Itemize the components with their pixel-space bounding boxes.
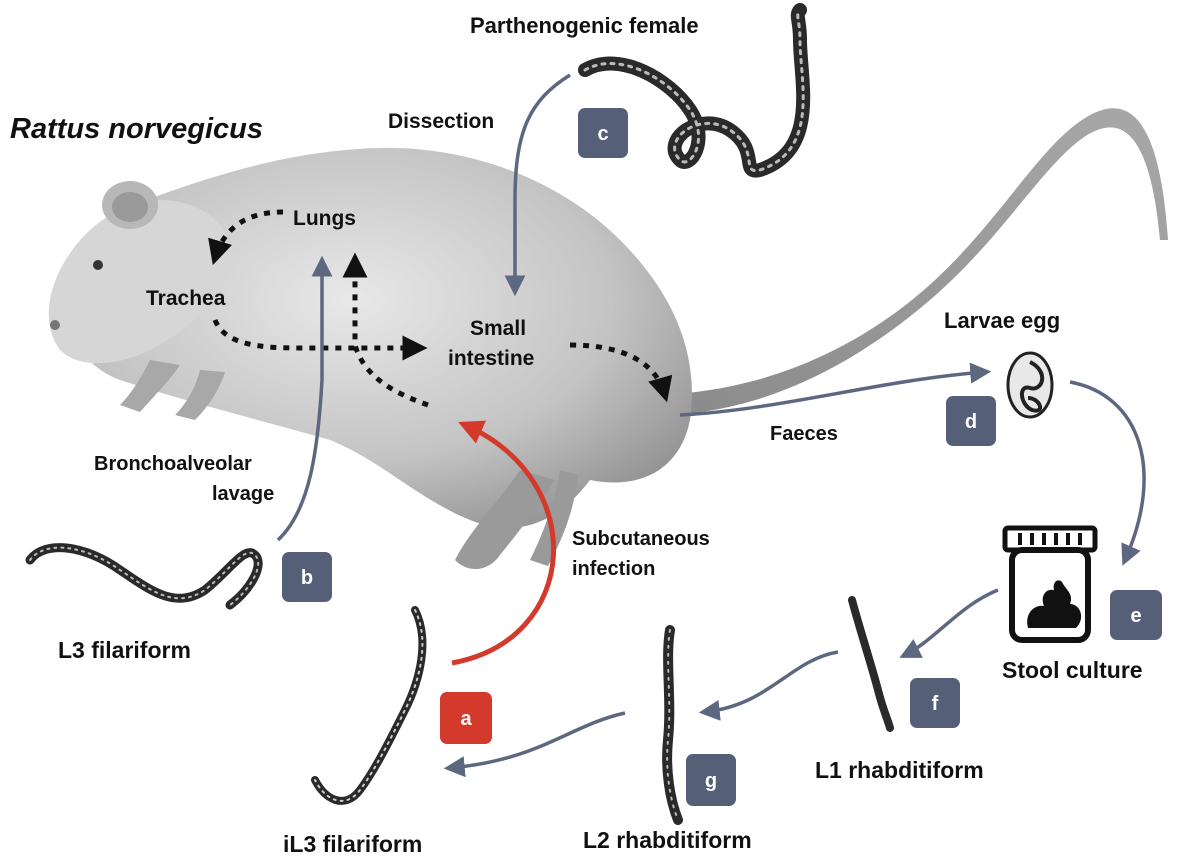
rat-tail [640,108,1168,415]
label-parthenogenic-female: Parthenogenic female [470,13,699,38]
svg-text:b: b [301,567,313,589]
label-lungs: Lungs [293,207,356,230]
l1-rhabditiform-worm [852,600,890,728]
label-small-intestine-2: intestine [448,347,534,370]
badge-b: b [282,552,332,602]
label-bronchoalveolar-2: lavage [212,483,274,505]
label-il3-filariform: iL3 filariform [283,831,422,857]
label-l3-filariform: L3 filariform [58,637,191,663]
label-faeces: Faeces [770,423,838,445]
svg-text:g: g [705,770,717,792]
stool-culture-jar [1005,528,1095,640]
label-larvae-egg: Larvae egg [944,308,1060,333]
label-dissection: Dissection [388,110,494,133]
svg-text:e: e [1130,605,1141,627]
culture-to-l1-arrow [905,590,998,655]
badge-d: d [946,396,996,446]
label-l1-rhabditiform: L1 rhabditiform [815,757,984,783]
badge-f: f [910,678,960,728]
badge-e: e [1110,590,1162,640]
label-subcutaneous-2: infection [572,558,655,580]
rat-eye [93,260,103,270]
badge-g: g [686,754,736,806]
label-l2-rhabditiform: L2 rhabditiform [583,827,752,853]
l3-filariform-worm [30,548,258,605]
l2-rhabditiform-worm [667,630,678,820]
rat-nose [50,320,60,330]
svg-text:d: d [965,411,977,433]
l1-to-l2-arrow [705,652,838,712]
larvae-egg [1008,353,1052,417]
il3-filariform-worm [315,610,422,801]
badge-a: a [440,692,492,744]
svg-text:a: a [460,708,472,730]
label-subcutaneous-1: Subcutaneous [572,528,710,550]
diagram-title: Rattus norvegicus [10,113,263,145]
label-bronchoalveolar-1: Bronchoalveolar [94,453,252,475]
svg-text:f: f [932,693,939,715]
badge-c: c [578,108,628,158]
label-small-intestine-1: Small [470,317,526,340]
label-stool-culture: Stool culture [1002,657,1143,683]
label-trachea: Trachea [146,287,226,310]
svg-text:c: c [597,123,608,145]
